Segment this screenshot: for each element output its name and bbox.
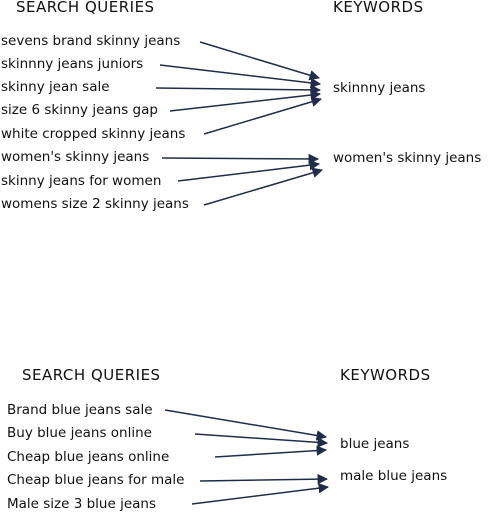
query-item: size 6 skinny jeans gap xyxy=(1,102,158,118)
arrow-query-5-to-keyword-2 xyxy=(191,482,330,505)
query-item: skinnny jeans juniors xyxy=(1,56,144,72)
keyword-item: male blue jeans xyxy=(340,468,448,484)
query-item: skinny jeans for women xyxy=(1,173,162,189)
arrow-query-3-to-keyword-1 xyxy=(214,445,328,458)
queries-header-2: SEARCH QUERIES xyxy=(22,366,161,384)
keyword-item: skinnny jeans xyxy=(333,80,426,96)
arrow-query-6-to-keyword-2 xyxy=(161,153,320,165)
keyword-item: blue jeans xyxy=(340,436,410,452)
arrow-query-4-to-keyword-2 xyxy=(199,473,329,485)
arrow-query-7-to-keyword-2 xyxy=(177,159,321,182)
keywords-header-1: KEYWORDS xyxy=(333,0,424,16)
arrow-query-2-to-keyword-1 xyxy=(159,64,322,89)
arrow-query-1-to-keyword-1 xyxy=(199,41,321,81)
query-item: Cheap blue jeans for male xyxy=(7,472,185,488)
keywords-header-2: KEYWORDS xyxy=(340,366,431,384)
arrow-query-1-to-keyword-1 xyxy=(164,409,328,441)
query-item: women's skinny jeans xyxy=(1,149,150,165)
query-item: Buy blue jeans online xyxy=(7,425,152,441)
arrow-query-4-to-keyword-1 xyxy=(169,89,322,112)
query-item: Male size 3 blue jeans xyxy=(7,496,157,512)
queries-header-1: SEARCH QUERIES xyxy=(16,0,155,16)
arrow-query-8-to-keyword-2 xyxy=(203,167,324,206)
query-item: Cheap blue jeans online xyxy=(7,449,170,465)
query-item: skinny jean sale xyxy=(1,79,110,95)
query-item: sevens brand skinny jeans xyxy=(1,33,181,49)
query-item: white cropped skinny jeans xyxy=(1,126,186,142)
keyword-item: women's skinny jeans xyxy=(333,150,482,166)
query-item: Brand blue jeans sale xyxy=(7,402,153,418)
query-item: womens size 2 skinny jeans xyxy=(1,196,189,212)
arrow-query-2-to-keyword-1 xyxy=(194,433,329,448)
arrow-query-3-to-keyword-1 xyxy=(155,84,322,96)
arrow-query-5-to-keyword-1 xyxy=(203,96,323,135)
